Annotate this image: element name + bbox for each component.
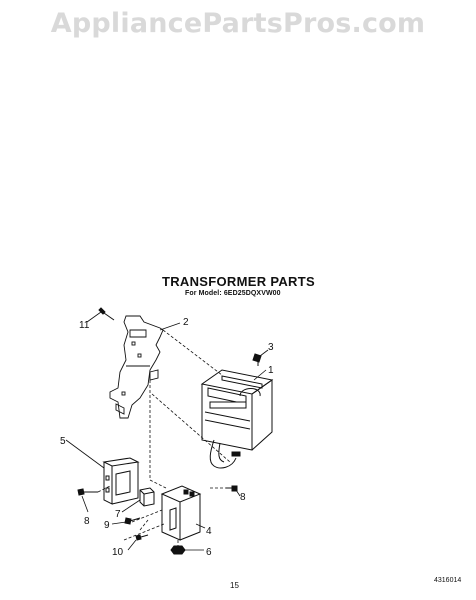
screw-3	[252, 353, 262, 366]
capacitor-bracket	[102, 457, 140, 505]
callout-9: 9	[104, 520, 110, 531]
capacitor	[160, 485, 202, 541]
screw-10	[135, 534, 149, 541]
callout-1: 1	[268, 365, 274, 376]
callout-7: 7	[115, 509, 121, 520]
nut-6	[170, 545, 186, 555]
model-subtitle: For Model: 6ED25DQXVW00	[185, 290, 281, 297]
transformer	[200, 369, 274, 469]
callout-8-left: 8	[84, 516, 90, 527]
callout-6: 6	[206, 547, 212, 558]
watermark-text: AppliancePartsPros.com	[50, 8, 426, 39]
callout-4: 4	[206, 526, 212, 537]
screw-8-right	[226, 485, 238, 492]
diode	[139, 487, 155, 507]
callout-8-right: 8	[240, 492, 246, 503]
page-number: 15	[230, 581, 239, 590]
screw-9	[124, 517, 141, 525]
callout-10: 10	[112, 547, 124, 558]
screw-11	[98, 307, 115, 321]
callout-3: 3	[268, 342, 274, 353]
mounting-bracket	[109, 315, 164, 419]
diagram-title: TRANSFORMER PARTS	[162, 274, 315, 289]
document-number: 4316014	[434, 577, 462, 584]
callout-5: 5	[60, 436, 66, 447]
screw-8-left	[77, 488, 98, 496]
callout-11: 11	[79, 320, 90, 331]
callout-2: 2	[183, 317, 189, 328]
